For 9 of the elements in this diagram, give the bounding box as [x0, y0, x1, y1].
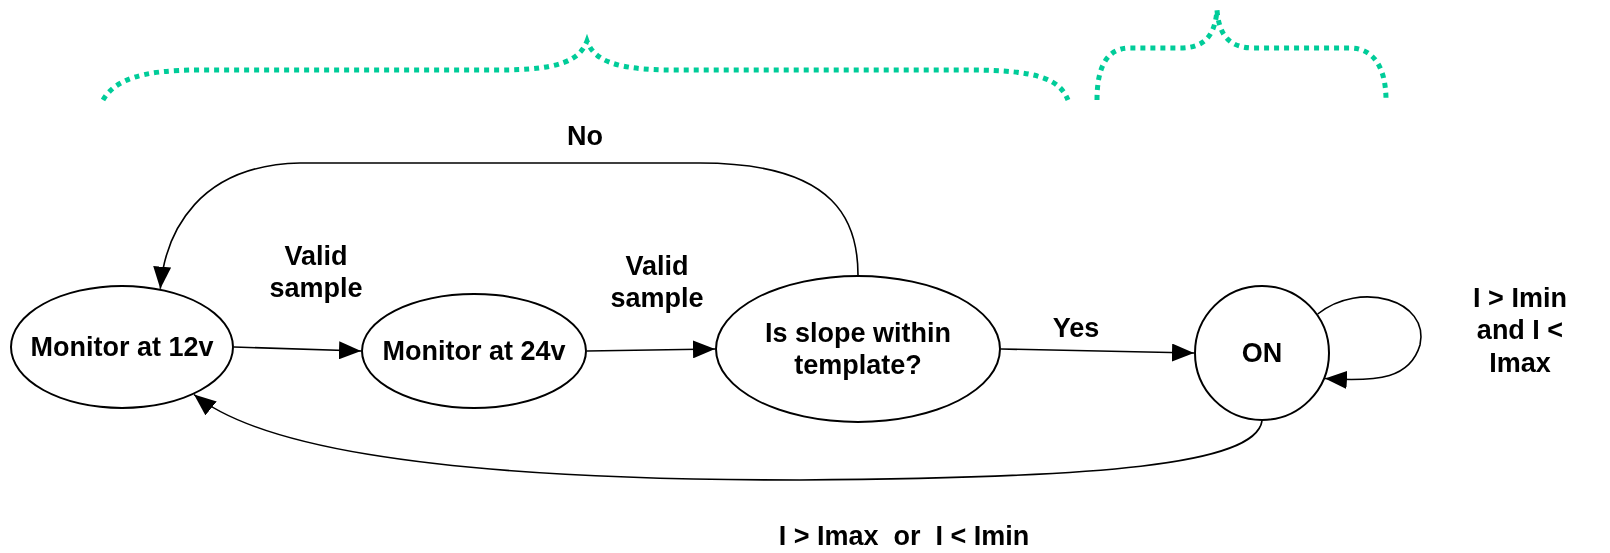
transition-arrow: [193, 393, 1263, 481]
transition-arrow: [586, 340, 716, 359]
state-label: Monitor at 12v: [30, 330, 214, 364]
transition-arrow: [1316, 296, 1422, 389]
state-label: ON: [1241, 336, 1283, 370]
transition-arrow: [233, 341, 362, 360]
state-label: Is slope within template?: [764, 316, 952, 382]
state-label: Monitor at 24v: [382, 334, 566, 368]
transition-arrow: [1000, 343, 1195, 362]
